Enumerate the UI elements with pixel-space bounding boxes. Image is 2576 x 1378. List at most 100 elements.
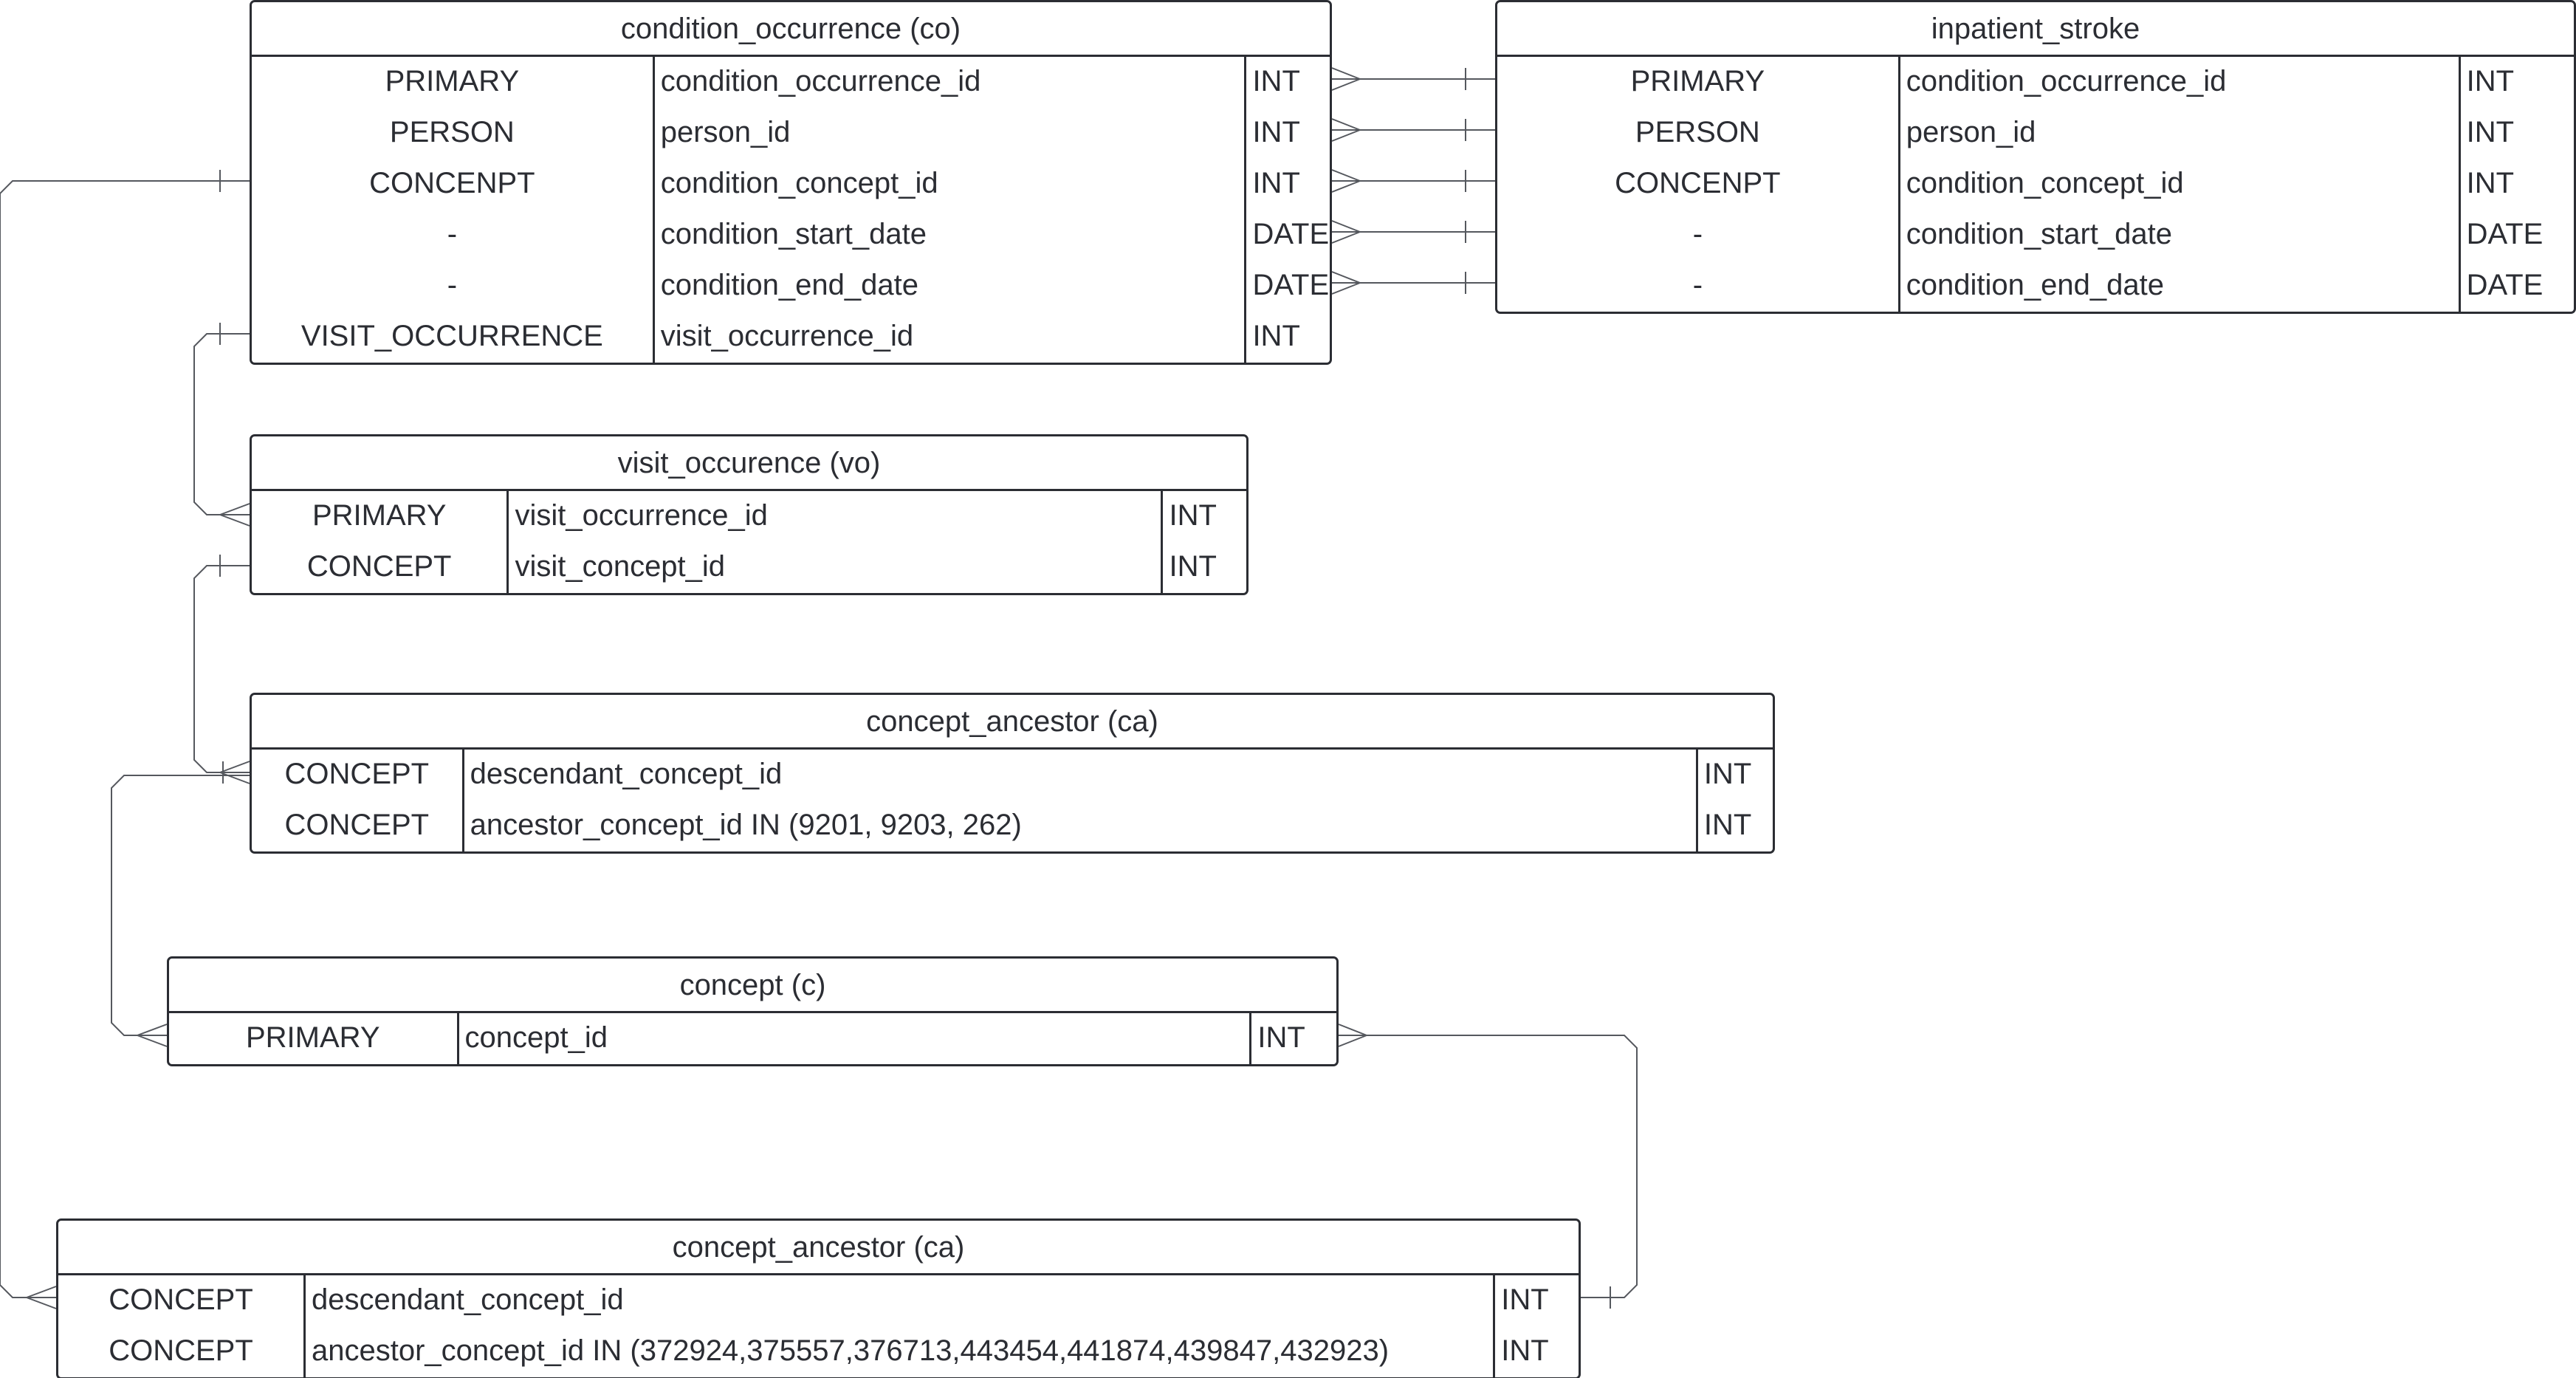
many-marker [1338,1024,1367,1047]
field-type: INT [1252,116,1300,148]
field-type: INT [1252,320,1300,352]
field-type: INT [1501,1283,1549,1316]
field-type: INT [2466,65,2515,97]
connector-vo-ca1 [193,565,250,773]
many-marker [1331,169,1361,193]
entity-title: concept_ancestor (ca) [252,695,1773,750]
key-cell: - [1497,261,1900,312]
entity-title: concept (c) [169,959,1336,1013]
field-type: INT [1703,809,1752,841]
field-name: visit_occurrence_id [509,491,1164,542]
field-type: DATE [2466,218,2544,250]
entity-title: concept_ancestor (ca) [58,1221,1579,1275]
many-marker [137,1024,168,1047]
entity-title: condition_occurrence (co) [252,2,1330,57]
key-cell: CONCEPT [252,750,464,801]
key-cell: CONCENPT [252,159,655,210]
field-type: INT [1703,758,1752,790]
field-name: visit_concept_id [509,542,1164,593]
connector-concept-ca2 [1339,1035,1638,1298]
many-marker [1331,271,1361,295]
key-cell: CONCENPT [1497,159,1900,210]
key-cell: - [252,261,655,312]
field-name: condition_concept_id [1900,159,2461,210]
connector-co-vo [193,333,250,515]
field-name: condition_occurrence_id [1900,57,2461,108]
many-marker [1331,220,1361,244]
field-name: concept_id [459,1013,1252,1064]
one-or-many-marker [219,761,250,784]
key-cell: VISIT_OCCURRENCE [252,312,655,363]
key-cell: CONCEPT [252,542,509,593]
field-name: condition_occurrence_id [655,57,1247,108]
field-type: INT [1501,1334,1549,1367]
connector-ca1-concept [111,775,250,1036]
field-type: DATE [1252,218,1330,250]
field-type: DATE [2466,269,2544,301]
field-type: INT [1169,499,1217,532]
field-type: DATE [1252,269,1330,301]
key-cell: PRIMARY [252,491,509,542]
field-name: condition_end_date [1900,261,2461,312]
key-cell: PRIMARY [169,1013,459,1064]
field-type: INT [1252,167,1300,199]
key-cell: PERSON [252,108,655,159]
field-type: INT [1169,550,1217,583]
field-name: ancestor_concept_id IN (372924,375557,37… [306,1326,1496,1377]
field-type: INT [1252,65,1300,97]
field-name: person_id [655,108,1247,159]
field-name: condition_concept_id [655,159,1247,210]
field-name: condition_start_date [1900,210,2461,261]
field-name: visit_occurrence_id [655,312,1247,363]
entity-title: inpatient_stroke [1497,2,2574,57]
field-type: INT [2466,167,2515,199]
many-marker [1331,118,1361,142]
key-cell: CONCEPT [58,1326,306,1377]
many-marker [26,1286,57,1309]
connector-co-ca2 [0,180,250,1298]
many-marker [1331,67,1361,91]
many-marker [219,503,250,527]
field-name: condition_start_date [655,210,1247,261]
field-name: ancestor_concept_id IN (9201, 9203, 262) [464,801,1698,851]
key-cell: CONCEPT [58,1275,306,1326]
key-cell: CONCEPT [252,801,464,851]
field-name: descendant_concept_id [306,1275,1496,1326]
field-type: INT [2466,116,2515,148]
key-cell: - [252,210,655,261]
entity-title: visit_occurence (vo) [252,436,1246,491]
key-cell: - [1497,210,1900,261]
key-cell: PRIMARY [252,57,655,108]
key-cell: PERSON [1497,108,1900,159]
